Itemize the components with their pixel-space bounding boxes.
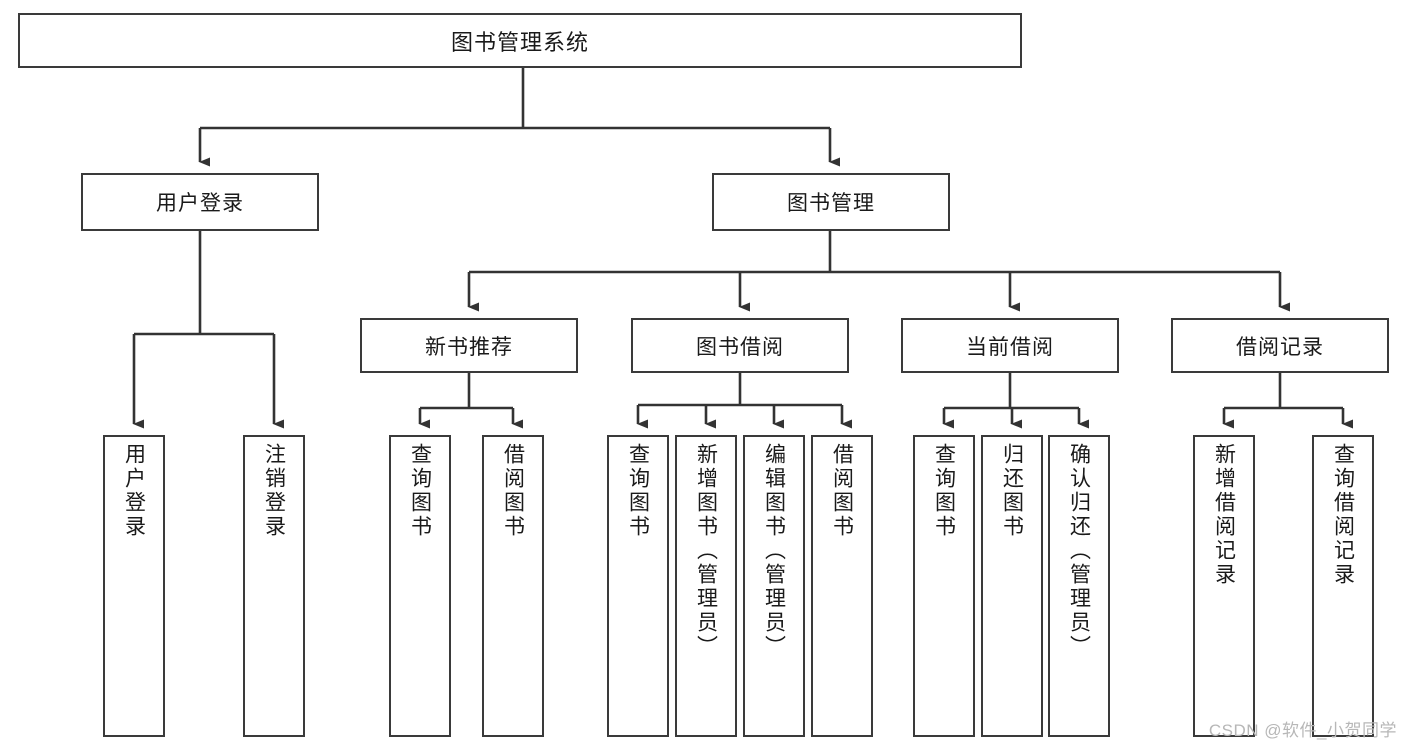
node-leaf-edit-book[interactable]: 编辑图书（管理员） (743, 435, 805, 737)
node-leaf-query-book-1[interactable]: 查询图书 (389, 435, 451, 737)
edge-group-borrow-record (1222, 373, 1353, 429)
node-leaf-query-record-label: 查询借阅记录 (1331, 443, 1355, 587)
edge-group-root (198, 68, 840, 167)
node-current-borrow[interactable]: 当前借阅 (901, 318, 1119, 373)
edge-group-book-manage (467, 231, 1290, 312)
node-leaf-add-book-label: 新增图书（管理员） (694, 443, 718, 659)
node-book-borrow[interactable]: 图书借阅 (631, 318, 849, 373)
node-user-login-label: 用户登录 (156, 192, 244, 215)
node-new-book-rec-label: 新书推荐 (425, 335, 513, 359)
node-user-login[interactable]: 用户登录 (81, 173, 319, 231)
node-leaf-borrow-book-2[interactable]: 借阅图书 (811, 435, 873, 737)
watermark: CSDN @软件_小贺同学 (1208, 721, 1397, 740)
edge-group-current-borrow (942, 373, 1089, 429)
node-leaf-add-book[interactable]: 新增图书（管理员） (675, 435, 737, 737)
node-leaf-add-record[interactable]: 新增借阅记录 (1193, 435, 1255, 737)
node-leaf-query-record[interactable]: 查询借阅记录 (1312, 435, 1374, 737)
node-borrow-record[interactable]: 借阅记录 (1171, 318, 1389, 373)
edge-group-new-book-rec (418, 373, 523, 429)
node-leaf-borrow-book-2-label: 借阅图书 (830, 443, 854, 539)
node-leaf-query-book-3[interactable]: 查询图书 (913, 435, 975, 737)
node-leaf-confirm-return[interactable]: 确认归还（管理员） (1048, 435, 1110, 737)
node-book-manage-label: 图书管理 (787, 192, 875, 215)
node-leaf-user-login-label: 用户登录 (122, 443, 146, 539)
node-leaf-confirm-return-label: 确认归还（管理员） (1067, 443, 1091, 659)
node-book-manage[interactable]: 图书管理 (712, 173, 950, 231)
node-leaf-query-book-3-label: 查询图书 (932, 443, 956, 539)
node-leaf-return-book-label: 归还图书 (1000, 443, 1024, 539)
node-leaf-edit-book-label: 编辑图书（管理员） (762, 443, 786, 659)
node-leaf-user-login[interactable]: 用户登录 (103, 435, 165, 737)
node-leaf-add-record-label: 新增借阅记录 (1212, 443, 1236, 587)
node-current-borrow-label: 当前借阅 (966, 335, 1054, 359)
edge-group-user-login (132, 231, 284, 429)
node-leaf-query-book-2-label: 查询图书 (626, 443, 650, 539)
node-root-label: 图书管理系统 (450, 29, 589, 55)
node-borrow-record-label: 借阅记录 (1236, 335, 1324, 359)
node-leaf-borrow-book-1-label: 借阅图书 (501, 443, 525, 539)
node-book-borrow-label: 图书借阅 (696, 335, 784, 359)
node-leaf-return-book[interactable]: 归还图书 (981, 435, 1043, 737)
node-leaf-user-logout[interactable]: 注销登录 (243, 435, 305, 737)
node-root[interactable]: 图书管理系统 (18, 13, 1022, 68)
node-leaf-query-book-2[interactable]: 查询图书 (607, 435, 669, 737)
node-leaf-query-book-1-label: 查询图书 (408, 443, 432, 539)
edge-group-book-borrow (636, 373, 852, 429)
node-new-book-rec[interactable]: 新书推荐 (360, 318, 578, 373)
node-leaf-user-logout-label: 注销登录 (262, 443, 286, 539)
node-leaf-borrow-book-1[interactable]: 借阅图书 (482, 435, 544, 737)
